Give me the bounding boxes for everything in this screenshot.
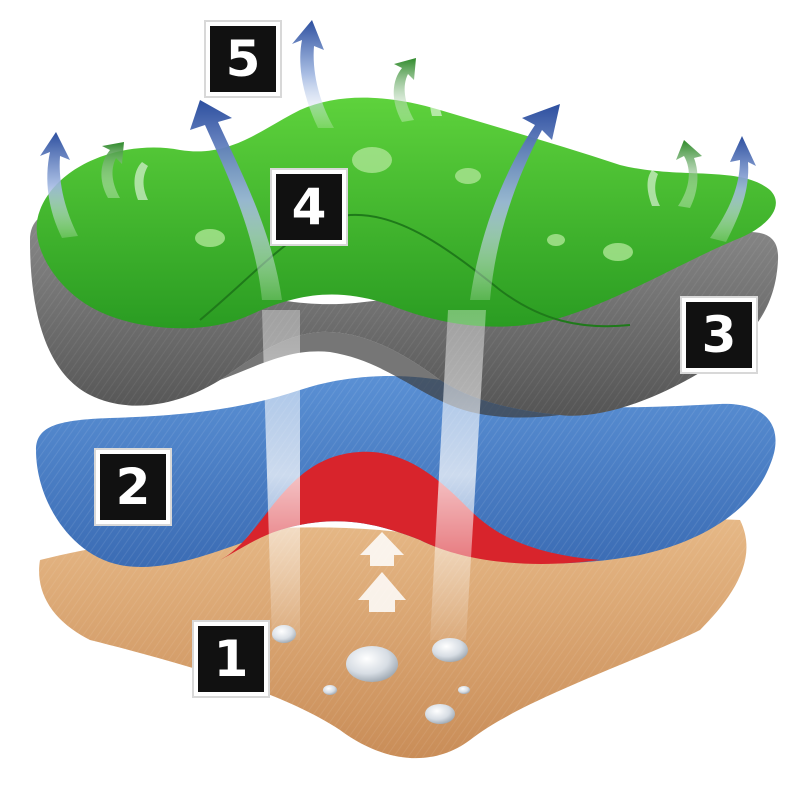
red-arch: [220, 451, 600, 564]
layer-label-2: 2: [96, 450, 170, 524]
layer-label-3: 3: [682, 298, 756, 372]
vapor-arrows: [40, 20, 756, 300]
water-drop-icon: [272, 625, 470, 724]
layer-label-4: 4: [272, 170, 346, 244]
layer-label-1: 1: [194, 622, 268, 696]
arrow-up-icon: [358, 532, 406, 612]
layer-label-5: 5: [206, 22, 280, 96]
water-drop-icon: [195, 147, 633, 261]
